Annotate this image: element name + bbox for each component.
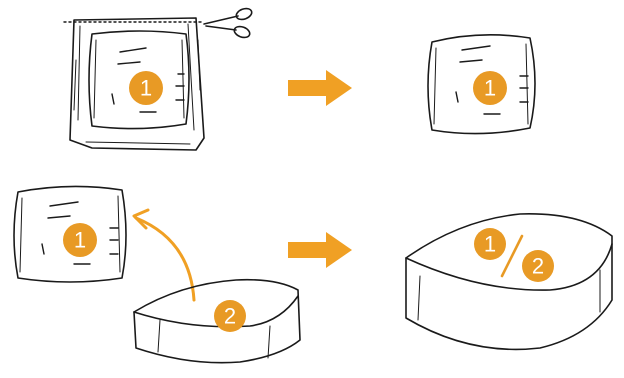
step-number-1-bottom-left: 1: [74, 228, 86, 253]
step-number-2-bottom-left: 2: [224, 304, 236, 329]
assembled-cushion: [406, 214, 612, 350]
arrow-right-icon: [288, 232, 352, 268]
step-number-1-top-right: 1: [484, 76, 496, 101]
arrow-right-icon: [288, 70, 352, 106]
step-number-1-top-left: 1: [140, 76, 152, 101]
step-number-2-final: 2: [532, 254, 544, 279]
scissors-icon: [204, 7, 253, 40]
step-number-1-final: 1: [484, 232, 496, 257]
curved-arrow-icon: [134, 210, 194, 300]
